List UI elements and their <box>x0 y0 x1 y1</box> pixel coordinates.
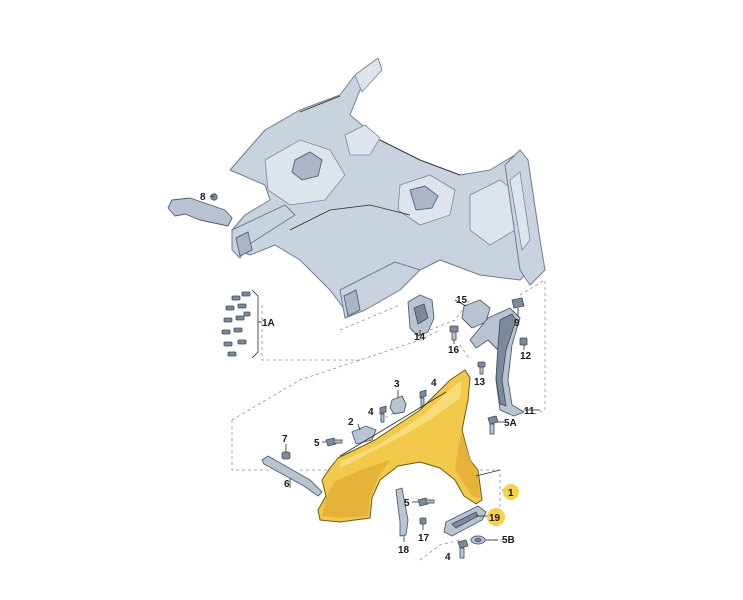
callout-13: 13 <box>474 377 486 388</box>
callout-18: 18 <box>398 545 410 556</box>
part-9-clip <box>511 297 525 318</box>
callout-1: 1 <box>508 488 514 499</box>
callout-14: 14 <box>414 332 426 343</box>
callout-5B: 5B <box>502 535 515 546</box>
callout-4-upper: 4 <box>431 378 437 389</box>
callout-5-lower: 5 <box>404 498 410 509</box>
body-frame <box>229 57 546 319</box>
callout-2: 2 <box>348 417 354 428</box>
part-12-clip <box>519 337 528 350</box>
callout-8: 8 <box>200 192 206 203</box>
callout-16: 16 <box>448 345 460 356</box>
callout-12: 12 <box>520 351 532 362</box>
part-7-nut <box>281 444 291 460</box>
callout-7: 7 <box>282 434 288 445</box>
part-5A-screw <box>487 415 504 435</box>
part-2-bracket <box>351 423 377 445</box>
callout-15: 15 <box>456 295 468 306</box>
part-3-bracket <box>389 390 407 415</box>
part-14-bracket <box>407 294 435 337</box>
part-5B-washer <box>470 535 498 545</box>
part-11-liner <box>469 307 540 417</box>
part-13-screw <box>477 361 486 375</box>
callout-3: 3 <box>394 379 400 390</box>
callout-6: 6 <box>284 479 290 490</box>
part-1A-clips <box>221 289 262 359</box>
label-highlights <box>487 484 519 526</box>
callout-4-lower: 4 <box>445 552 451 563</box>
callout-5-left: 5 <box>314 438 320 449</box>
callout-9: 9 <box>514 318 520 329</box>
part-5-screw-left <box>322 437 343 447</box>
part-15-seal <box>454 299 491 329</box>
callout-4-mid: 4 <box>368 407 374 418</box>
callout-1A: 1A <box>262 318 275 329</box>
part-19-bracket <box>443 505 487 537</box>
part-6-strip <box>261 455 323 497</box>
part-4-bolt-lower <box>457 539 469 559</box>
callout-19: 19 <box>489 513 501 524</box>
fender-part-1 <box>317 369 483 523</box>
callout-labels: 8 1A 14 15 9 16 12 13 3 4 2 4 11 5A 7 5 … <box>200 192 535 563</box>
part-8-bracket <box>167 193 233 227</box>
part-16-bolt <box>449 325 459 344</box>
part-4-bolt-a <box>419 389 427 409</box>
callout-17: 17 <box>418 533 430 544</box>
callout-11: 11 <box>524 406 535 417</box>
part-5-screw-lower <box>412 497 435 507</box>
part-17-clip <box>419 517 427 530</box>
callout-5A: 5A <box>504 418 517 429</box>
part-4-bolt-b <box>379 405 387 423</box>
part-18-strip <box>395 487 409 542</box>
